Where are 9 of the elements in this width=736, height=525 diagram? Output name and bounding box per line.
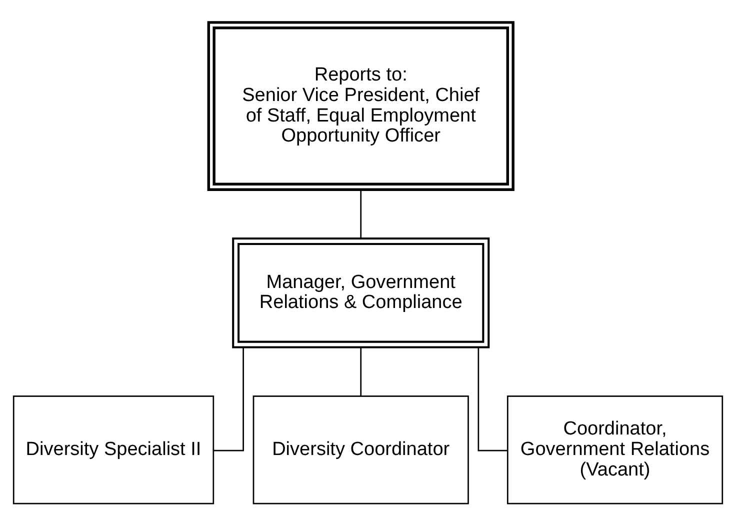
- connector: [214, 347, 244, 451]
- connector: [360, 346, 362, 396]
- connector: [360, 189, 362, 238]
- node-box: Reports to: Senior Vice President, Chief of Staff, Equal Employment Opportunity Officer: [207, 20, 514, 190]
- node-box: Coordinator, Government Relations (Vacant): [506, 395, 724, 504]
- node-box: Diversity Coordinator: [252, 395, 469, 504]
- connector: [478, 347, 508, 451]
- node-box: Manager, Government Relations & Compliance: [232, 237, 490, 348]
- node-box: Diversity Specialist II: [12, 395, 214, 504]
